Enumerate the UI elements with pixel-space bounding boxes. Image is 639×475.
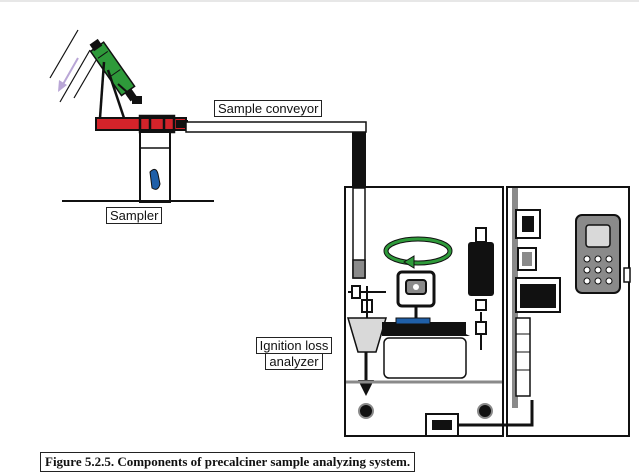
flow-arrow-head xyxy=(58,80,67,92)
wheel xyxy=(358,403,374,419)
wheel xyxy=(477,403,493,419)
sampler-housing xyxy=(139,131,171,203)
flow-line xyxy=(59,49,91,103)
label-sample-conveyor: Sample conveyor xyxy=(214,100,323,117)
support-leg xyxy=(106,69,126,119)
drop-arrow-head xyxy=(358,380,374,396)
sample-bottle-icon xyxy=(149,168,161,190)
flow-arrow xyxy=(61,57,79,87)
bar-end xyxy=(176,120,188,128)
valve-block xyxy=(351,285,361,299)
furnace-body xyxy=(383,337,467,379)
hopper xyxy=(346,317,388,353)
reagent-container xyxy=(468,242,494,296)
cable xyxy=(458,400,534,427)
strut-foot xyxy=(132,96,142,104)
conveyor-tube xyxy=(185,121,367,133)
label-ignition-loss-line1: Ignition loss xyxy=(255,337,333,354)
label-ignition-loss-line2: analyzer xyxy=(265,354,323,370)
rotation-arrow xyxy=(403,255,415,269)
sampling-probe xyxy=(89,38,138,102)
sampler-assembly xyxy=(49,29,214,203)
container-cap xyxy=(475,227,487,243)
label-sampler: Sampler xyxy=(106,207,163,224)
support-leg xyxy=(98,61,106,119)
label-ignition-loss-analyzer: Ignition loss analyzer xyxy=(250,337,338,370)
carousel-ring xyxy=(384,237,452,265)
sample-conveyor xyxy=(185,121,367,188)
flow-line xyxy=(49,29,79,79)
keypad-buttons xyxy=(583,255,613,285)
figure-caption: Figure 5.2.5. Components of precalciner … xyxy=(40,452,416,472)
keypad-display xyxy=(585,224,611,248)
terminal-strip xyxy=(515,317,531,397)
door-handle xyxy=(623,267,631,283)
conveyor-downpipe xyxy=(352,132,366,188)
analyzer-cabinet xyxy=(344,186,631,437)
